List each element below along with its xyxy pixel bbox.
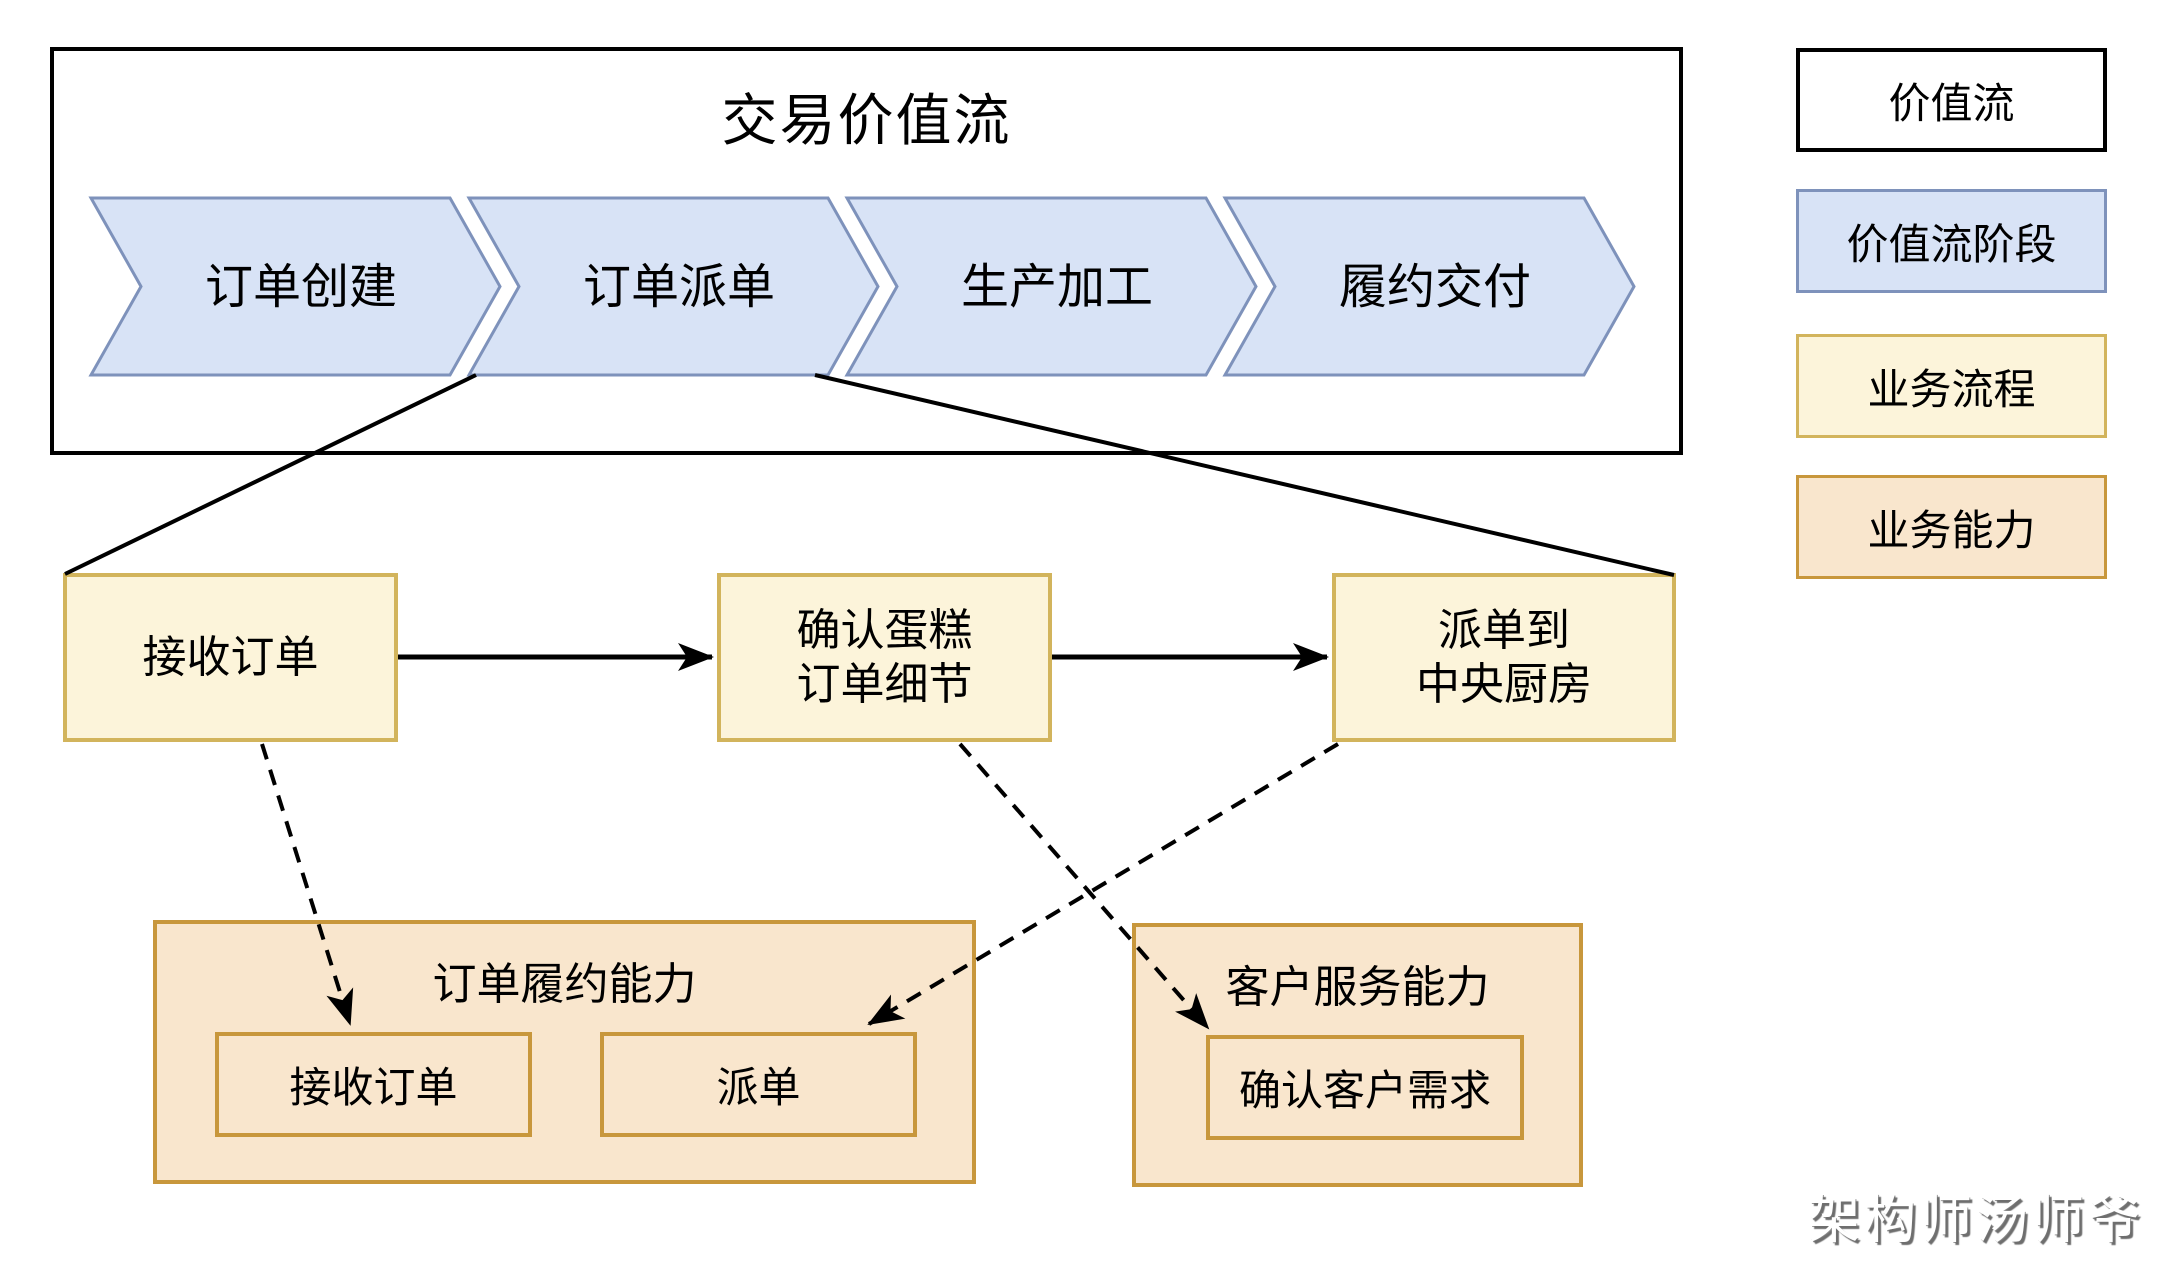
value-stream-title: 交易价值流 — [721, 89, 1012, 152]
process-label-dispatch-line1: 派单到 — [1438, 605, 1570, 655]
watermark-text: 架构师汤师爷 — [1807, 1192, 2144, 1250]
legend-item-value-stream-stage: 价值流阶段 — [1796, 189, 2107, 293]
legend-item-business-process: 业务流程 — [1796, 334, 2107, 438]
capability-label-dispatch: 派单 — [716, 1064, 801, 1111]
legend-item-business-capability: 业务能力 — [1796, 475, 2107, 579]
legend-item-value-stream: 价值流 — [1796, 48, 2107, 152]
process-label-confirm-cake-line1: 确认蛋糕 — [796, 605, 973, 655]
capability-box-dispatch: 派单 — [600, 1032, 917, 1137]
capability-box-receive-order: 接收订单 — [215, 1032, 532, 1137]
process-box-dispatch-to-central-kitchen: 派单到 中央厨房 — [1332, 573, 1676, 742]
capability-group-title-order-fulfillment: 订单履约能力 — [432, 960, 697, 1009]
process-label-receive-order: 接收订单 — [142, 632, 319, 682]
capability-box-confirm-customer-needs: 确认客户需求 — [1206, 1035, 1524, 1140]
legend-label-value-stream: 价值流 — [1888, 79, 2015, 127]
capability-group-title-customer-service: 客户服务能力 — [1225, 963, 1490, 1012]
process-label-dispatch-line2: 中央厨房 — [1416, 659, 1592, 709]
process-box-confirm-cake-details: 确认蛋糕 订单细节 — [717, 573, 1052, 742]
legend-label-business-capability: 业务能力 — [1867, 506, 2036, 554]
capability-label-receive-order: 接收订单 — [289, 1064, 458, 1111]
legend-label-value-stream-stage: 价值流阶段 — [1846, 220, 2057, 268]
legend-label-business-process: 业务流程 — [1867, 365, 2036, 413]
capability-label-confirm-customer-needs: 确认客户需求 — [1238, 1067, 1491, 1114]
process-box-receive-order: 接收订单 — [63, 573, 398, 742]
process-label-confirm-cake-line2: 订单细节 — [796, 659, 973, 709]
